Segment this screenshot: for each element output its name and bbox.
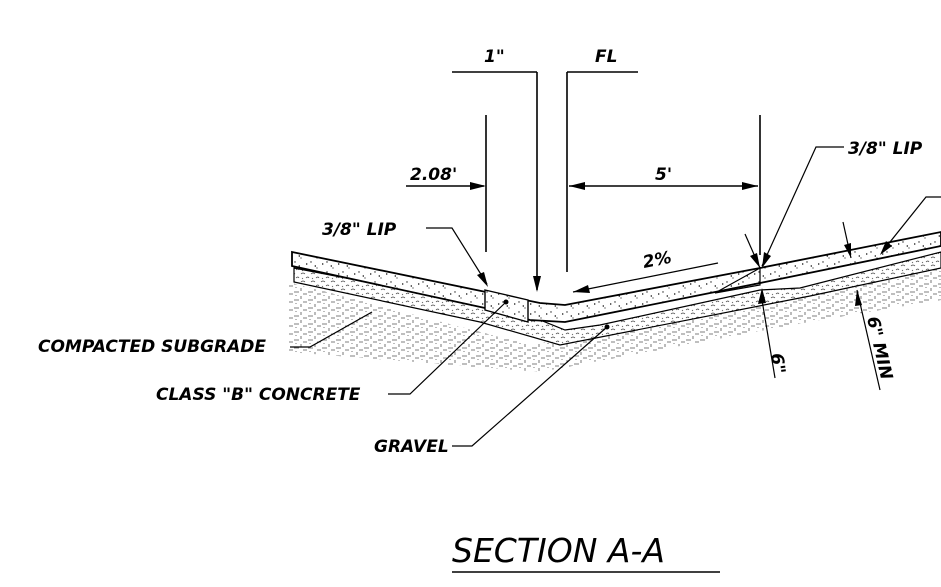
subgrade-hatch [288, 258, 941, 372]
callout-lip-right: 3/8" LIP [761, 139, 923, 268]
callout-subgrade: COMPACTED SUBGRADE [38, 311, 373, 357]
callout-concrete: CLASS "B" CONCRETE [156, 299, 509, 405]
flow-line-label: FL [595, 47, 617, 67]
slope-label: 2% [641, 248, 673, 273]
section-title-text: SECTION A-A [452, 531, 665, 570]
gravel-label: GRAVEL [374, 437, 449, 457]
callout-gravel: GRAVEL [374, 324, 610, 457]
dim-one-inch: 1" [452, 47, 541, 292]
section-title: SECTION A-A [452, 531, 720, 573]
thickness-label: 6" [766, 352, 789, 375]
width-right-label: 5' [655, 165, 672, 185]
dim-width-left: 2.08' [406, 115, 487, 252]
dim-one-inch-label: 1" [484, 47, 505, 67]
base-min-label: 6" MIN [862, 315, 896, 382]
concrete-slab [291, 231, 941, 323]
dim-flow-line: FL [566, 47, 638, 272]
dim-thickness: 6" [744, 233, 789, 379]
lip-right-label: 3/8" LIP [848, 139, 923, 159]
lip-left-label: 3/8" LIP [322, 220, 397, 240]
dim-width-right: 5' [569, 115, 761, 255]
width-left-label: 2.08' [410, 165, 457, 185]
callout-lip-left: 3/8" LIP [322, 220, 488, 287]
callout-right-edge [880, 196, 941, 255]
concrete-label: CLASS "B" CONCRETE [156, 385, 361, 405]
subgrade-label: COMPACTED SUBGRADE [38, 337, 266, 357]
